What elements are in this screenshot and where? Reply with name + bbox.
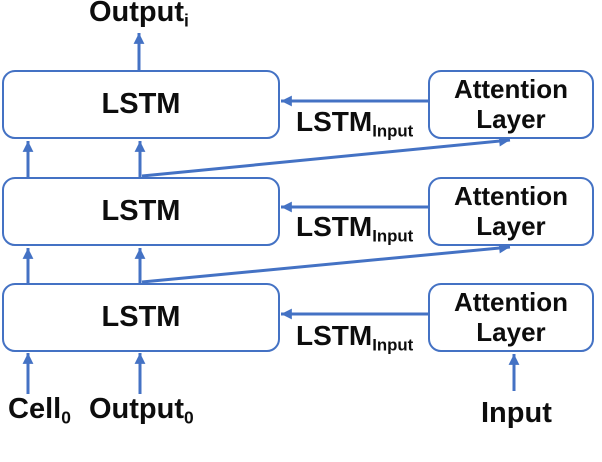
label-subscript: 0 <box>61 407 71 428</box>
lstm-to-attention-arrow-bottom <box>141 242 511 284</box>
attention-box-label-line1: Attention <box>453 181 569 212</box>
attention-box-top: Attention Layer <box>428 70 594 139</box>
label-subscript: Input <box>372 121 414 141</box>
label-text: LSTM <box>296 106 373 137</box>
attention-box-label-line2: Layer <box>476 103 546 134</box>
label-text: Input <box>481 397 552 429</box>
label-text: Output <box>89 393 185 425</box>
attention-box-label-line1: Attention <box>453 74 569 105</box>
lstm-box-middle: LSTM <box>2 177 280 246</box>
label-subscript: Input <box>372 226 414 246</box>
lstm-input-label-middle: LSTMInput <box>296 211 414 246</box>
label-subscript: 0 <box>184 407 194 428</box>
label-subscript: Input <box>372 335 414 355</box>
lstm-input-label-top: LSTMInput <box>296 106 414 141</box>
input-label: Input <box>481 397 552 430</box>
attention-box-label-line1: Attention <box>453 287 569 318</box>
cell0-label: Cell0 <box>8 393 71 428</box>
label-text: Output <box>89 0 185 28</box>
lstm-box-bottom: LSTM <box>2 283 280 352</box>
attention-box-label-line2: Layer <box>476 316 546 347</box>
attention-box-bottom: Attention Layer <box>428 283 594 352</box>
label-text: LSTM <box>296 211 373 242</box>
attention-box-middle: Attention Layer <box>428 177 594 246</box>
attention-box-label-line2: Layer <box>476 210 546 241</box>
lstm-to-attention-arrow-mid <box>141 135 511 178</box>
output-i-label: Outputi <box>89 0 189 31</box>
label-subscript: i <box>184 10 189 31</box>
label-text: Cell <box>8 393 62 425</box>
lstm-input-label-bottom: LSTMInput <box>296 320 414 355</box>
output0-label: Output0 <box>89 393 194 428</box>
lstm-box-label: LSTM <box>101 88 181 120</box>
lstm-box-top: LSTM <box>2 70 280 139</box>
label-text: LSTM <box>296 320 373 351</box>
lstm-box-label: LSTM <box>101 301 181 333</box>
lstm-box-label: LSTM <box>101 195 181 227</box>
